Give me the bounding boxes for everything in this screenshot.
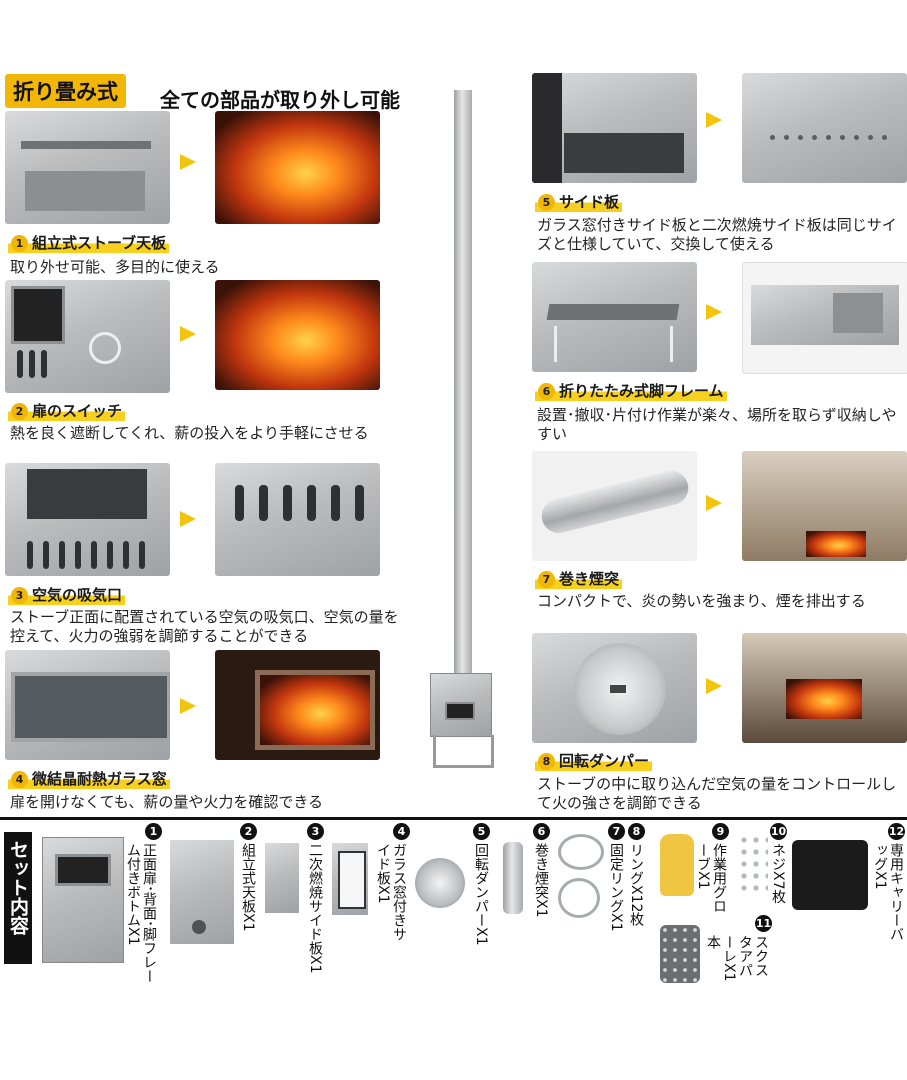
rolled-chimney-photo bbox=[532, 451, 697, 561]
divider bbox=[0, 817, 907, 820]
item-1-text: 正面扉･背面･脚フレーム付きボトムX1 bbox=[125, 843, 157, 983]
item-12-text: 専用キャリーバッグX1 bbox=[872, 843, 904, 941]
arrow-icon bbox=[180, 511, 196, 527]
set-label-box: セット内容 bbox=[4, 832, 32, 964]
item-9-number: 9 bbox=[712, 823, 729, 840]
feature-7-desc: コンパクトで、炎の勢いを強まり、煙を排出する bbox=[537, 592, 866, 610]
chimney-pipe bbox=[454, 90, 472, 680]
stove-body-item bbox=[42, 837, 124, 963]
headline: 全ての部品が取り外し可能 bbox=[160, 88, 400, 112]
spark-arrestor-item bbox=[660, 925, 700, 983]
feature-8-desc: ストーブの中に取り込んだ空気の量をコントロールして火の強さを調節できる bbox=[537, 775, 897, 812]
feature-5-desc: ガラス窓付きサイド板と二次燃焼サイド板は同じサイズと仕様していて、交換して使える bbox=[537, 216, 897, 253]
feature-4-desc: 扉を開けなくても、薪の量や火力を確認できる bbox=[10, 793, 324, 811]
glass-side-plate-item bbox=[332, 843, 368, 915]
item-6-text: 巻き煙突X1 bbox=[533, 843, 549, 918]
glass-window-photo bbox=[5, 650, 170, 760]
air-intake-closeup-photo bbox=[215, 463, 380, 576]
item-2-number: 2 bbox=[240, 823, 257, 840]
item-8-number: 8 bbox=[628, 823, 645, 840]
center-stove-legs bbox=[433, 735, 494, 768]
item-3-text: 二次燃焼サイド板X1 bbox=[307, 843, 323, 974]
carry-bag-item bbox=[792, 840, 868, 910]
arrow-icon bbox=[706, 678, 722, 694]
item-5-text: 回転ダンパーX1 bbox=[473, 843, 489, 946]
folded-stove-photo bbox=[742, 262, 907, 374]
item-9-text: 作業用グローブX1 bbox=[695, 843, 727, 913]
door-fire-photo bbox=[215, 280, 380, 390]
fixing-ring-item bbox=[558, 834, 604, 870]
item-2-text: 組立式天板X1 bbox=[240, 843, 256, 932]
set-label: セット内容 bbox=[7, 840, 29, 935]
stove-top-photo bbox=[5, 111, 170, 224]
feature-2-desc: 熱を良く遮断してくれ、薪の投入をより手軽にさせる bbox=[10, 424, 369, 442]
glass-window-fire-photo bbox=[215, 650, 380, 760]
side-plate-photo bbox=[532, 73, 697, 183]
folding-frame-photo bbox=[532, 262, 697, 372]
item-7-text: 固定リングX1 bbox=[608, 843, 624, 932]
item-1-number: 1 bbox=[145, 823, 162, 840]
air-intake-photo bbox=[5, 463, 170, 576]
item-12-number: 12 bbox=[888, 823, 905, 840]
screws-item bbox=[738, 834, 768, 894]
item-10-number: 10 bbox=[770, 823, 787, 840]
arrow-icon bbox=[180, 326, 196, 342]
damper-tent-photo bbox=[742, 633, 907, 743]
door-switch-photo bbox=[5, 280, 170, 393]
item-3-number: 3 bbox=[307, 823, 324, 840]
feature-1-desc: 取り外せ可能、多目的に使える bbox=[10, 258, 220, 276]
item-11-text: スクスタアパーレX1本 bbox=[705, 935, 769, 982]
glove-item bbox=[660, 834, 694, 896]
arrow-icon bbox=[706, 495, 722, 511]
feature-3-desc: ストーブ正面に配置されている空気の吸気口、空気の量を控えて、火力の強弱を調節する… bbox=[10, 608, 399, 645]
item-7-number: 7 bbox=[608, 823, 625, 840]
item-4-text: ガラス窓付きサイド板X1 bbox=[375, 843, 407, 941]
item-11-number: 11 bbox=[755, 915, 772, 932]
stove-top-fire-photo bbox=[215, 111, 380, 224]
folding-badge: 折り畳み式 bbox=[5, 74, 126, 108]
arrow-icon bbox=[180, 698, 196, 714]
item-5-number: 5 bbox=[473, 823, 490, 840]
ring-item bbox=[558, 878, 600, 918]
tent-stove-photo bbox=[742, 451, 907, 561]
top-plate-item bbox=[170, 840, 234, 944]
damper-item bbox=[415, 858, 465, 908]
secondary-combustion-plate-item bbox=[265, 843, 299, 913]
item-8-text: リングX12枚 bbox=[628, 843, 644, 927]
arrow-icon bbox=[706, 304, 722, 320]
feature-6-desc: 設置･撤収･片付け作業が楽々、場所を取らず収納しやすい bbox=[537, 406, 897, 443]
center-stove-image bbox=[430, 673, 492, 737]
side-plate-holes-photo bbox=[742, 73, 907, 183]
item-10-text: ネジX7枚 bbox=[770, 843, 786, 904]
arrow-icon bbox=[180, 154, 196, 170]
chimney-roll-item bbox=[503, 842, 523, 914]
item-4-number: 4 bbox=[393, 823, 410, 840]
item-6-number: 6 bbox=[533, 823, 550, 840]
damper-photo bbox=[532, 633, 697, 743]
arrow-icon bbox=[706, 112, 722, 128]
